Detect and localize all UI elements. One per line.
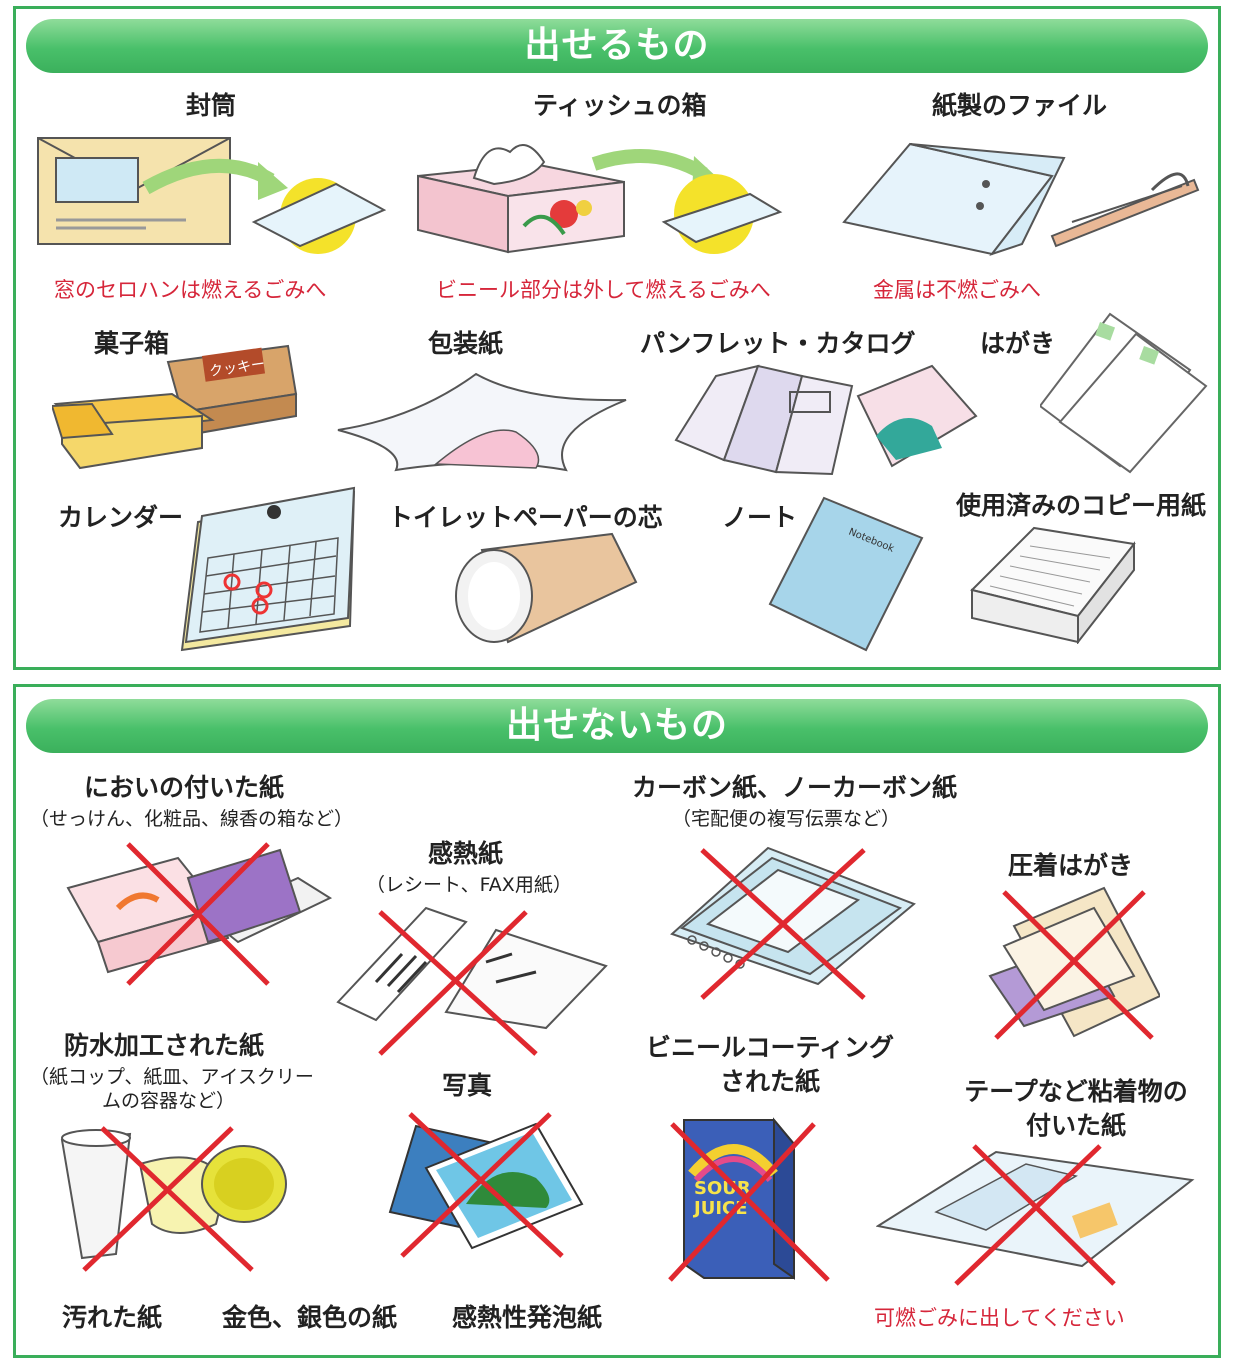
foam-paper-label: 感熱性発泡紙 bbox=[452, 1303, 603, 1332]
thermal-label: 感熱紙 bbox=[428, 839, 504, 868]
pressure-label: 圧着はがき bbox=[1008, 851, 1134, 880]
envelope-label: 封筒 bbox=[186, 91, 237, 120]
dirty-paper-label: 汚れた紙 bbox=[62, 1303, 163, 1332]
vinyl-label-line1: ビニールコーティング bbox=[645, 1033, 894, 1062]
scented-sub: （せっけん、化粧品、線香の箱など） bbox=[30, 808, 354, 830]
calendar-label: カレンダー bbox=[58, 503, 184, 532]
scented-label: においの付いた紙 bbox=[84, 773, 285, 802]
waterproof-label: 防水加工された紙 bbox=[64, 1031, 265, 1060]
notebook-label: ノート bbox=[722, 503, 798, 532]
carbon-illustration bbox=[668, 844, 916, 1000]
notebook-illustration: Notebook bbox=[766, 494, 926, 654]
vinyl-label-line2: された紙 bbox=[719, 1067, 820, 1096]
pamphlet-label: パンフレット・カタログ bbox=[640, 329, 916, 358]
snack-box-illustration: クッキー bbox=[52, 344, 300, 476]
waterproof-cup-illustration bbox=[56, 1124, 288, 1272]
scented-illustration bbox=[58, 838, 338, 986]
ok-title-banner: 出せるもの bbox=[26, 19, 1208, 73]
tissue-box-illustration bbox=[414, 134, 784, 260]
ng-title-banner: 出せないもの bbox=[26, 699, 1208, 753]
thermal-illustration bbox=[336, 902, 612, 1056]
adhesive-label-line2: 付いた紙 bbox=[1025, 1111, 1126, 1140]
footer-note: 可燃ごみに出してください bbox=[874, 1306, 1125, 1330]
tissue-box-label: ティッシュの箱 bbox=[533, 91, 707, 120]
paper-file-note: 金属は不燃ごみへ bbox=[873, 278, 1041, 302]
postcard-label: はがき bbox=[980, 329, 1056, 358]
thermal-sub: （レシート、FAX用紙） bbox=[366, 874, 572, 896]
envelope-note: 窓のセロハンは燃えるごみへ bbox=[54, 278, 327, 302]
pressure-postcard-illustration bbox=[984, 886, 1160, 1040]
adhesive-paper-illustration bbox=[876, 1142, 1196, 1288]
carbon-sub: （宅配便の複写伝票など） bbox=[672, 808, 901, 830]
calendar-illustration bbox=[178, 486, 358, 652]
adhesive-label-line1: テープなど粘着物の bbox=[964, 1077, 1188, 1106]
copy-paper-label: 使用済みのコピー用紙 bbox=[956, 491, 1207, 520]
envelope-illustration bbox=[36, 128, 386, 258]
vinyl-juice-illustration: SOUR JUICE bbox=[664, 1114, 836, 1286]
paper-file-label: 紙製のファイル bbox=[932, 91, 1108, 120]
wrapping-label: 包装紙 bbox=[428, 329, 504, 358]
paper-file-illustration bbox=[842, 140, 1202, 258]
photo-illustration bbox=[386, 1108, 586, 1258]
pamphlet-illustration bbox=[672, 356, 978, 480]
wrapping-paper-illustration bbox=[336, 372, 630, 476]
juice-text-line1: SOUR bbox=[694, 1178, 751, 1199]
gold-silver-label: 金色、銀色の紙 bbox=[222, 1303, 398, 1332]
waterproof-sub2: ムの容器など） bbox=[102, 1090, 236, 1112]
carbon-label: カーボン紙、ノーカーボン紙 bbox=[632, 773, 958, 802]
tissue-box-note: ビニール部分は外して燃えるごみへ bbox=[436, 278, 771, 302]
toilet-core-label: トイレットペーパーの芯 bbox=[388, 503, 663, 532]
photo-label: 写真 bbox=[442, 1071, 493, 1100]
copy-paper-illustration bbox=[970, 526, 1136, 644]
waterproof-sub1: （紙コップ、紙皿、アイスクリー bbox=[30, 1066, 314, 1088]
postcard-illustration bbox=[1040, 310, 1210, 474]
toilet-core-illustration bbox=[452, 532, 640, 646]
snack-box-label: 菓子箱 bbox=[94, 329, 170, 358]
cookie-box-text: クッキー bbox=[208, 356, 266, 380]
